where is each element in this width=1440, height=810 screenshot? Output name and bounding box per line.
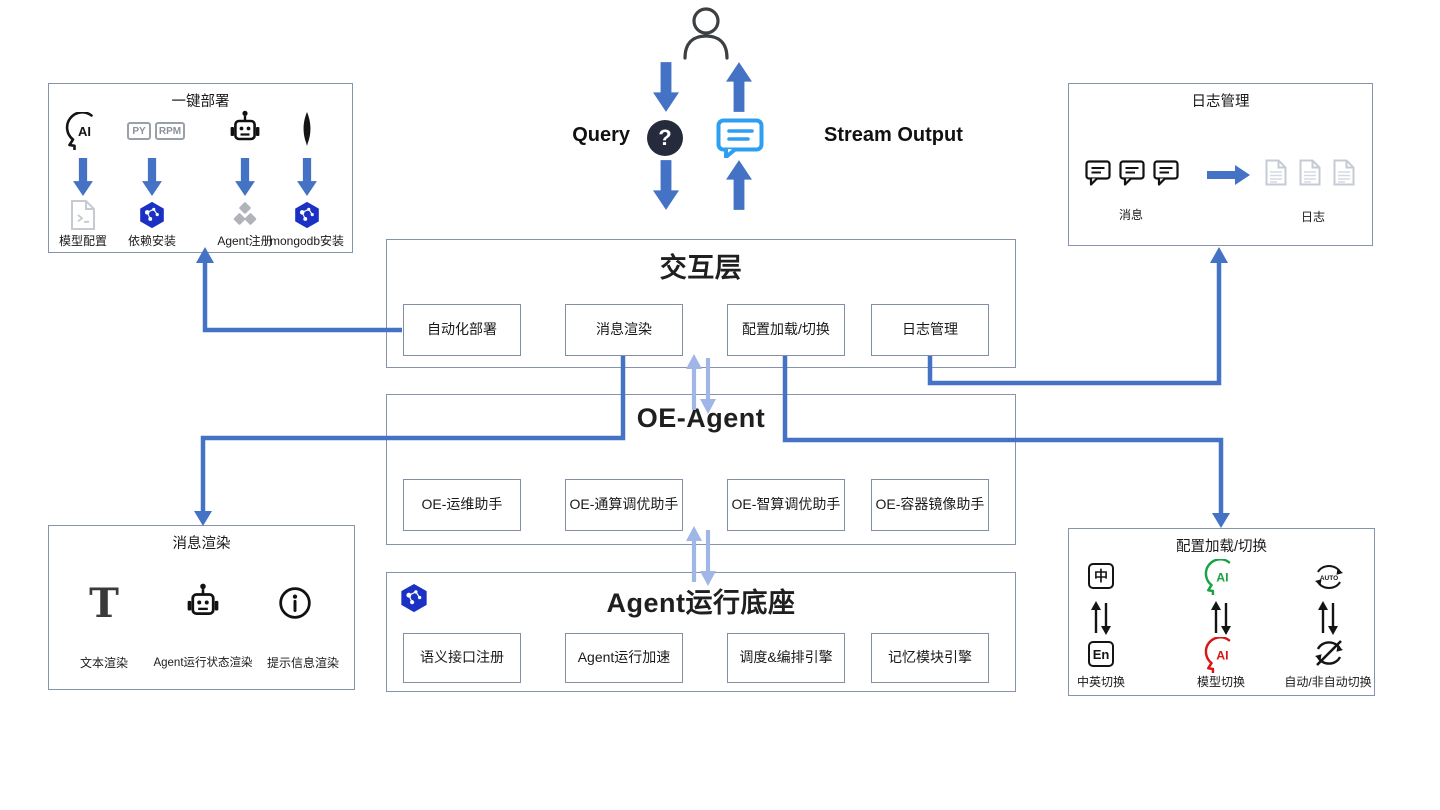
chinese-badge-icon: 中 (1088, 563, 1114, 589)
oe-agent-layer-title: OE-Agent (636, 403, 766, 433)
runtime-layer-title: Agent运行底座 (606, 588, 796, 618)
deploy-step-label: mongodb安装 (269, 234, 345, 248)
stream-up-arrow-icon (726, 160, 752, 210)
svg-text:AI: AI (78, 124, 91, 139)
robot-icon (230, 110, 260, 141)
chat-bubble-icon (716, 118, 764, 158)
query-down-arrow-icon (653, 62, 679, 112)
log-box-title: 日志管理 (1191, 94, 1250, 110)
render-item-label: Agent运行状态渲染 (153, 657, 253, 669)
interaction-layer-title: 交互层 (659, 253, 743, 283)
log-management-box: 日志管理 (1068, 83, 1373, 246)
runtime-hexagon-icon (401, 583, 427, 613)
logs-label: 日志 (1300, 210, 1325, 224)
agent-item-general-tuning: OE-通算调优助手 (565, 479, 683, 531)
config-item-label: 中英切换 (1076, 675, 1125, 689)
question-circle-icon: ? (647, 120, 683, 156)
render-item-label: 提示信息渲染 (266, 656, 339, 670)
connector-autodeploy (202, 260, 402, 333)
up-down-arrows-icon (1318, 601, 1338, 635)
svg-text:AI: AI (1216, 571, 1228, 585)
svg-text:AUTO: AUTO (1320, 575, 1338, 582)
sync-disabled-icon (1315, 640, 1343, 666)
svg-text:AI: AI (1216, 649, 1228, 663)
message-bubble-icon (1153, 160, 1179, 186)
deploy-step-label: Agent注册 (217, 234, 273, 248)
info-icon (279, 587, 311, 619)
mongodb-hexagon-icon (295, 201, 319, 229)
runtime-item-semantic-api: 语义接口注册 (403, 633, 521, 683)
one-click-deploy-box: 一键部署 AI PY RPM (48, 83, 353, 253)
runtime-item-scheduler: 调度&编排引擎 (727, 633, 845, 683)
agent-item-container-image: OE-容器镜像助手 (871, 479, 989, 531)
interaction-item-message-render: 消息渲染 (565, 304, 683, 356)
ai-model-icon-green: AI (1204, 559, 1231, 595)
mongodb-leaf-icon (303, 112, 311, 146)
down-arrow-icon (297, 158, 317, 196)
dependency-hexagon-icon (140, 201, 164, 229)
interaction-item-log-management: 日志管理 (871, 304, 989, 356)
message-bubble-icon (1085, 160, 1111, 186)
robot-icon (187, 583, 219, 616)
rpm-badge-icon: RPM (155, 122, 185, 140)
stream-output-label: Stream Output (824, 124, 963, 146)
deploy-step-label: 模型配置 (58, 234, 107, 248)
down-arrow-icon (235, 158, 255, 196)
py-badge-icon: PY (127, 122, 151, 140)
question-glyph: ? (658, 125, 672, 150)
down-arrow-icon (142, 158, 162, 196)
up-down-arrows-icon (1091, 601, 1111, 635)
message-bubble-icon (1119, 160, 1145, 186)
message-render-box: 消息渲染 T 文本渲染 Agent运行状态渲染 提示信息渲染 (48, 525, 355, 690)
config-switch-box: 配置加载/切换 中 AI AUTO En (1068, 528, 1375, 696)
runtime-layer-box: Agent运行底座 语义接口注册 Agent运行加速 调度&编排引擎 记忆模块引… (386, 572, 1016, 692)
up-down-arrows-icon (1211, 601, 1231, 635)
right-arrow-icon (1207, 165, 1250, 185)
config-item-label: 模型切换 (1196, 675, 1245, 689)
ai-model-icon: AI (65, 112, 93, 150)
oe-agent-layer-box: OE-Agent OE-运维助手 OE-通算调优助手 OE-智算调优助手 OE-… (386, 394, 1016, 545)
runtime-item-memory: 记忆模块引擎 (871, 633, 989, 683)
file-code-icon (71, 200, 95, 230)
auto-mode-icon: AUTO (1315, 565, 1343, 589)
log-file-icon (1333, 159, 1355, 186)
log-file-icon (1265, 159, 1287, 186)
messages-label: 消息 (1118, 208, 1143, 222)
config-box-title: 配置加载/切换 (1175, 539, 1268, 555)
agent-item-ai-tuning: OE-智算调优助手 (727, 479, 845, 531)
config-item-label: 自动/非自动切换 (1284, 675, 1372, 689)
text-render-icon: T (89, 580, 119, 627)
render-item-label: 文本渲染 (79, 656, 128, 670)
agent-register-cubes-icon (233, 202, 257, 225)
interaction-layer-box: 交互层 自动化部署 消息渲染 配置加载/切换 日志管理 (386, 239, 1016, 368)
down-arrow-icon (73, 158, 93, 196)
ai-model-icon-red: AI (1204, 637, 1231, 673)
log-file-icon (1299, 159, 1321, 186)
user-icon (683, 7, 729, 60)
agent-item-ops: OE-运维助手 (403, 479, 521, 531)
query-down-arrow-icon (653, 160, 679, 210)
stream-up-arrow-icon (726, 62, 752, 112)
deploy-box-title: 一键部署 (171, 94, 230, 110)
english-badge-icon: En (1088, 641, 1114, 667)
interaction-item-config-switch: 配置加载/切换 (727, 304, 845, 356)
interaction-item-auto-deploy: 自动化部署 (403, 304, 521, 356)
render-box-title: 消息渲染 (172, 536, 231, 552)
runtime-item-agent-accel: Agent运行加速 (565, 633, 683, 683)
deploy-step-label: 依赖安装 (127, 234, 176, 248)
query-label: Query (572, 124, 630, 146)
